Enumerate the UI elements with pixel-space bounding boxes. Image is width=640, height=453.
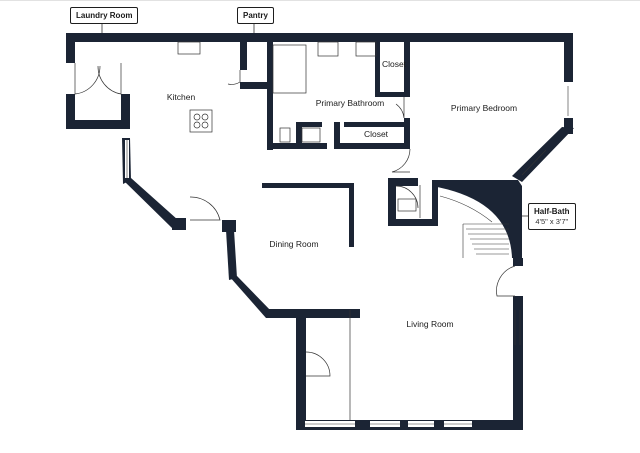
- windows: [125, 86, 571, 427]
- callout-laundry-room: Laundry Room: [70, 7, 139, 24]
- callout-laundry-room-label: Laundry Room: [76, 11, 133, 20]
- top-divider: [0, 0, 640, 1]
- fixtures: [177, 41, 421, 420]
- room-label-kitchen: Kitchen: [166, 92, 196, 102]
- room-label-closet-lower: Closet: [363, 129, 389, 139]
- stairs: [439, 195, 509, 258]
- room-label-primary-bedroom: Primary Bedroom: [450, 103, 518, 113]
- callout-pantry-label: Pantry: [243, 11, 268, 20]
- callout-half-bath-dimensions: 4'5" x 3'7": [535, 217, 569, 226]
- walls: [66, 33, 574, 430]
- doors: [74, 63, 516, 377]
- callout-half-bath-label: Half-Bath: [534, 207, 570, 216]
- window-lines: [126, 86, 569, 425]
- room-label-primary-bathroom: Primary Bathroom: [315, 98, 385, 108]
- room-label-dining-room: Dining Room: [269, 239, 319, 249]
- room-label-closet-upper: Closet: [381, 59, 407, 69]
- callout-half-bath: Half-Bath 4'5" x 3'7": [528, 203, 576, 230]
- callout-pantry: Pantry: [237, 7, 274, 24]
- room-label-living-room: Living Room: [406, 319, 454, 329]
